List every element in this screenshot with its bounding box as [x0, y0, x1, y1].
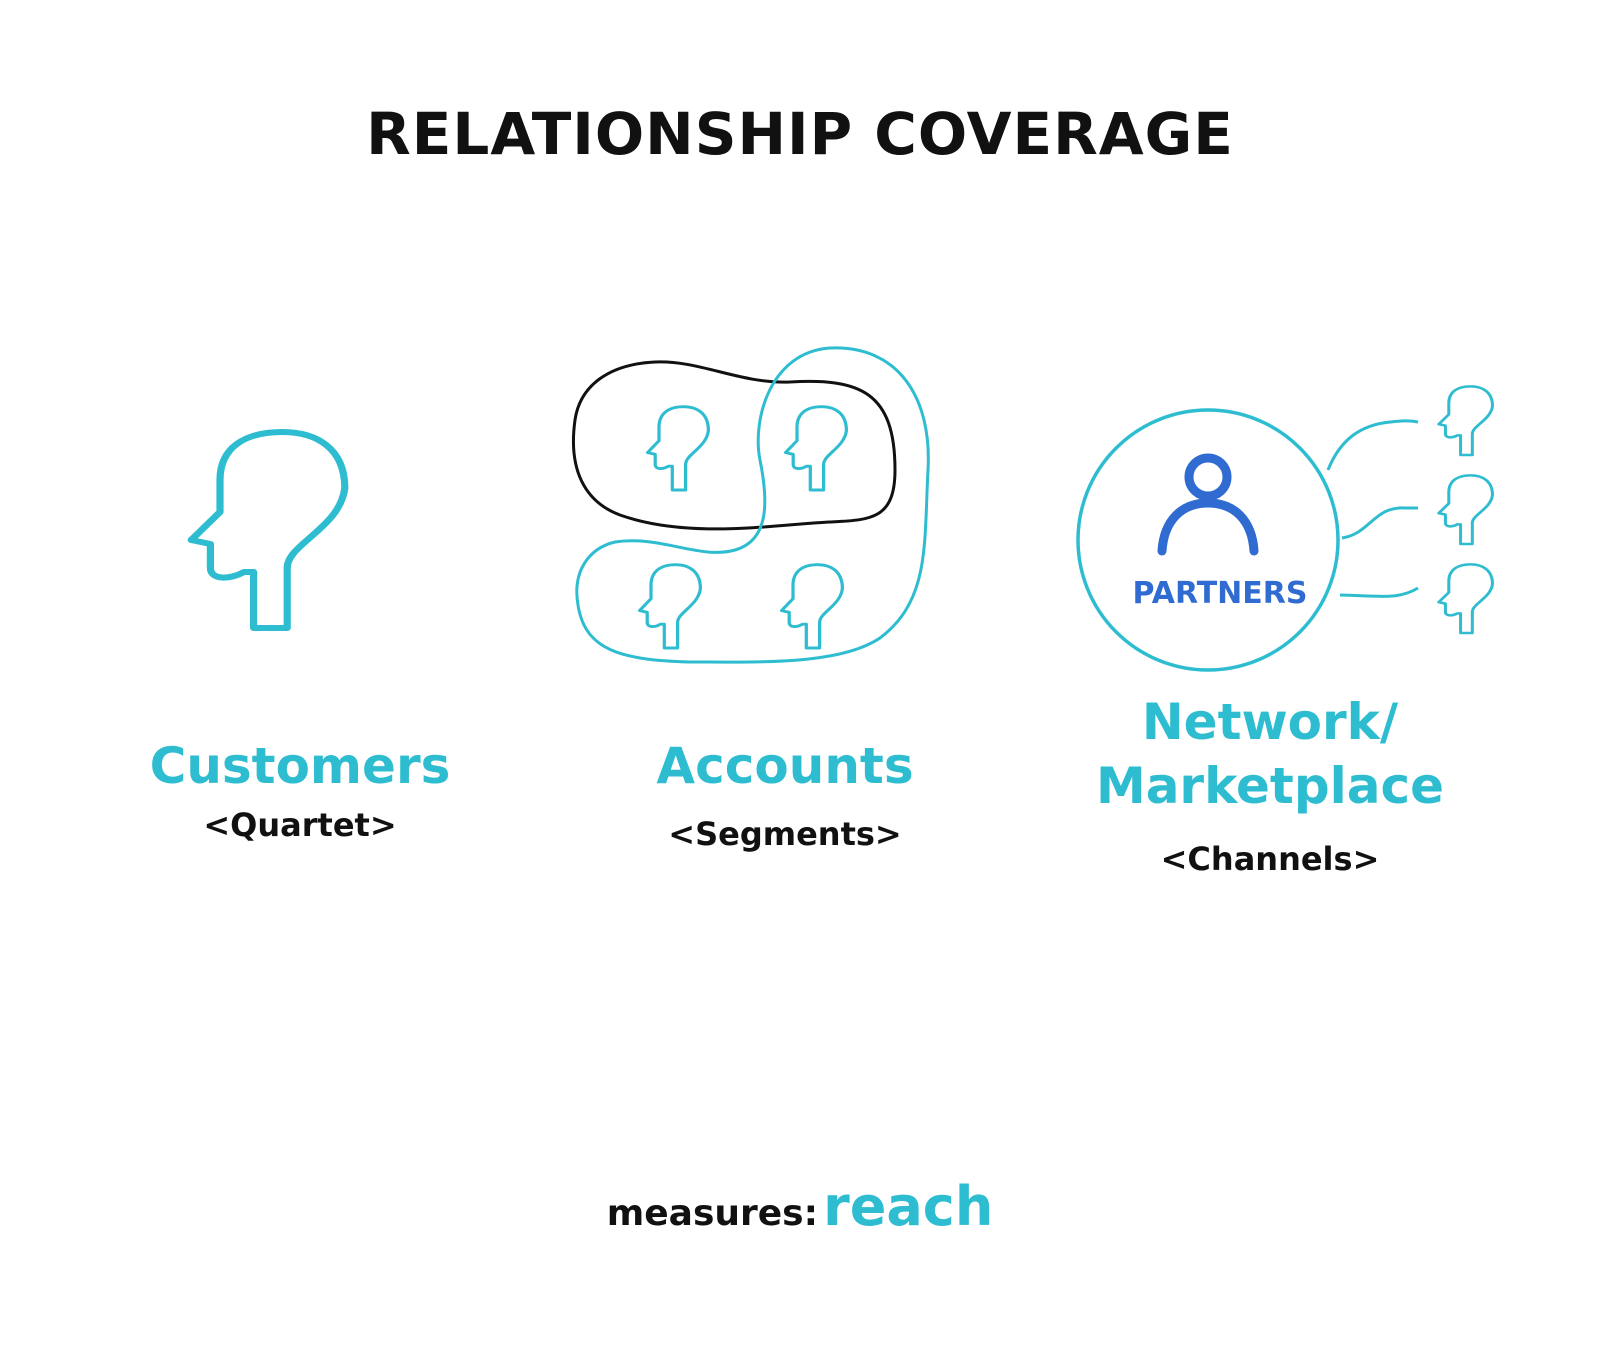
customer-head-icon [191, 432, 345, 628]
network-head-icon [1437, 384, 1494, 457]
account-head-icon [783, 405, 849, 492]
connector-line [1326, 419, 1419, 471]
footer-prefix: measures: [606, 1193, 819, 1234]
accounts-label: Accounts [656, 737, 914, 795]
network-head-icon [1437, 562, 1494, 635]
footer-value: reach [823, 1175, 994, 1238]
account-head-icon [637, 563, 703, 650]
partners-circle [1076, 408, 1340, 672]
segment-blob-black [571, 360, 897, 531]
accounts-sublabel: <Segments> [668, 815, 902, 853]
customers-sublabel: <Quartet> [203, 806, 397, 844]
account-head-icon [645, 405, 711, 492]
connector-line [1341, 506, 1418, 540]
account-head-icon [779, 563, 845, 650]
segment-blob-blue [575, 346, 930, 664]
partners-label: PARTNERS [1132, 576, 1308, 611]
network-head-icon [1437, 473, 1494, 546]
connector-line [1339, 586, 1419, 598]
customers-label: Customers [149, 737, 451, 795]
network-label-line1: Network/ [1141, 693, 1399, 751]
page-title: RELATIONSHIP COVERAGE [366, 100, 1234, 168]
network-sublabel: <Channels> [1160, 840, 1380, 878]
footer: measures: reach [0, 1175, 1600, 1238]
person-icon [1157, 453, 1259, 556]
network-label-line2: Marketplace [1095, 757, 1445, 815]
